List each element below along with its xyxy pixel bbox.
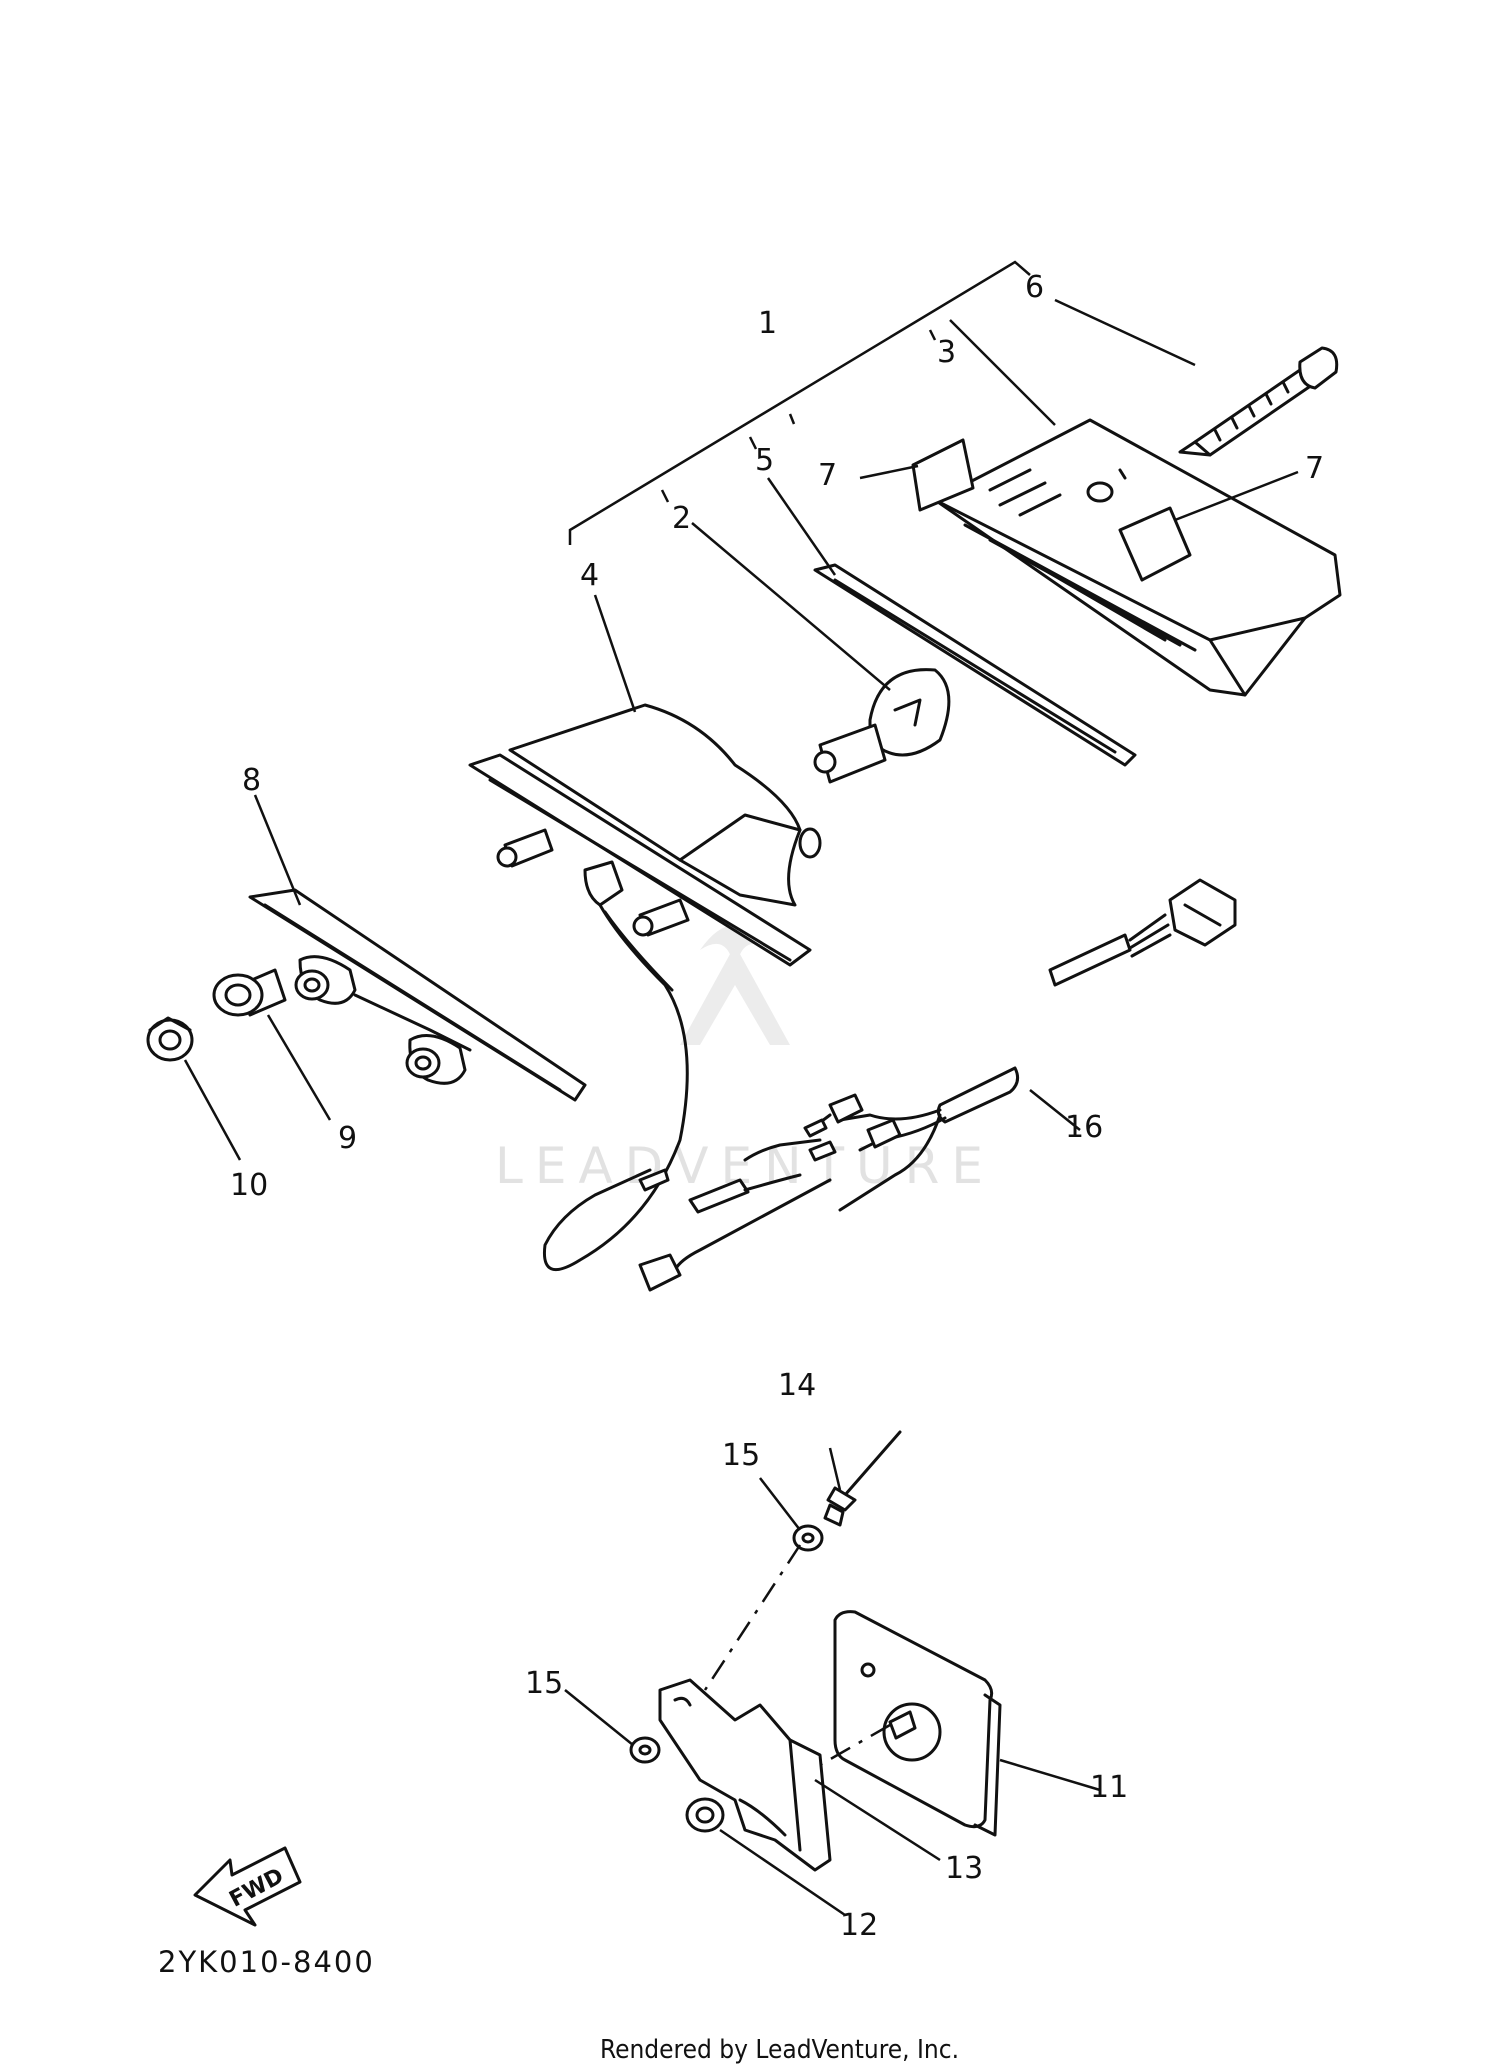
callout-4: 4 bbox=[580, 558, 599, 593]
callout-8: 8 bbox=[242, 763, 261, 798]
assembly-bracket bbox=[568, 260, 1031, 545]
washer-part-15-lower bbox=[629, 1736, 661, 1764]
footer-credit: Rendered by LeadVenture, Inc. bbox=[600, 2035, 959, 2065]
callout-10: 10 bbox=[230, 1168, 268, 1203]
diagram-code: 2YK010-8400 bbox=[158, 1945, 375, 1979]
harness-part-16 bbox=[542, 878, 1237, 1292]
callout-12: 12 bbox=[840, 1908, 878, 1943]
callout-2: 2 bbox=[672, 501, 691, 536]
callout-11: 11 bbox=[1090, 1770, 1128, 1805]
rivet-part-14 bbox=[823, 1430, 902, 1527]
callout-13: 13 bbox=[945, 1851, 983, 1886]
nut-part-12 bbox=[685, 1797, 725, 1833]
callout-5: 5 bbox=[755, 443, 774, 478]
housing-part-4 bbox=[468, 703, 822, 967]
callout-14: 14 bbox=[778, 1368, 816, 1403]
callout-7b: 7 bbox=[1305, 451, 1324, 486]
callout-7a: 7 bbox=[818, 458, 837, 493]
centerline-rivet bbox=[703, 1544, 802, 1691]
bracket-part-13 bbox=[658, 1678, 832, 1872]
centerline-light bbox=[819, 1723, 891, 1767]
nut-part-10 bbox=[146, 1016, 194, 1062]
callout-6: 6 bbox=[1025, 270, 1044, 305]
callout-16: 16 bbox=[1065, 1110, 1103, 1145]
callout-3: 3 bbox=[937, 335, 956, 370]
license-light-part-11 bbox=[833, 1610, 1002, 1837]
callouts: 1 2 3 4 5 6 7 7 8 9 10 11 12 13 14 15 15… bbox=[230, 270, 1324, 1943]
grommet-part-9 bbox=[212, 968, 287, 1017]
washer-part-15-upper bbox=[792, 1524, 824, 1552]
screw-part-6 bbox=[1178, 346, 1339, 457]
callout-15a: 15 bbox=[722, 1438, 760, 1473]
fwd-arrow-icon: FWD bbox=[193, 1846, 302, 1927]
base-part-8 bbox=[248, 888, 587, 1102]
leader-lines bbox=[183, 298, 1299, 1917]
callout-15b: 15 bbox=[525, 1666, 563, 1701]
lens-part-3 bbox=[911, 418, 1342, 697]
bulb-part-2 bbox=[813, 668, 951, 784]
callout-9: 9 bbox=[338, 1121, 357, 1156]
callout-1: 1 bbox=[758, 306, 777, 341]
